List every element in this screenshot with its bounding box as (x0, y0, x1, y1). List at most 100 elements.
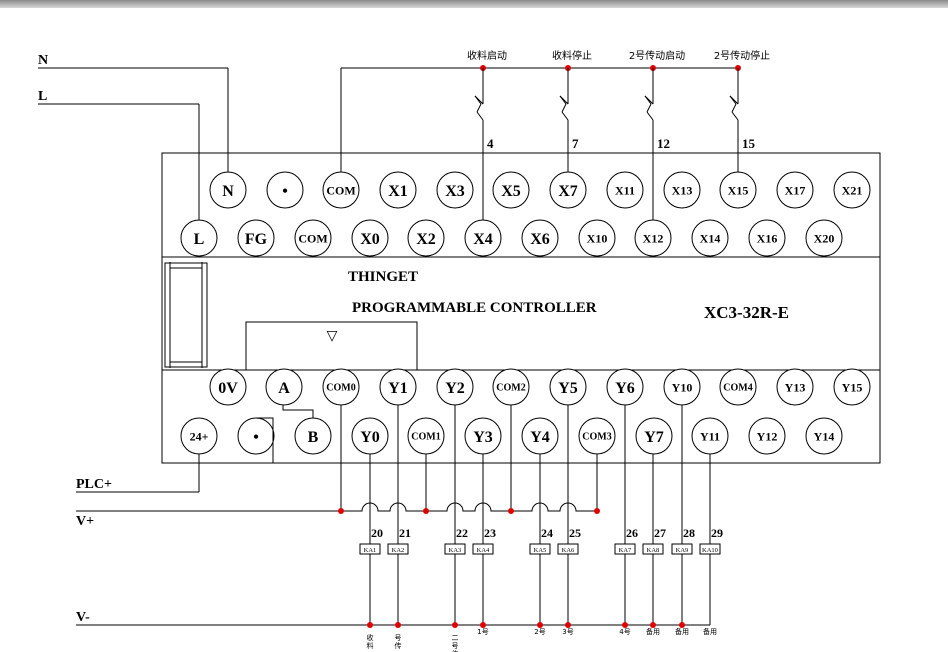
terminal-out-bot-y7: Y7 (635, 417, 673, 455)
relay-coil-label: KA10 (702, 547, 718, 554)
neutral-rail-label: N (38, 53, 48, 68)
terminal-out-bot-y14: Y14 (805, 417, 843, 455)
terminal-label: COM3 (582, 432, 611, 443)
terminal-label: Y4 (530, 429, 550, 446)
terminal-out-bot-y0: Y0 (351, 417, 389, 455)
terminal-out-top-y5: Y5 (549, 368, 587, 406)
terminal-label: • (253, 429, 259, 446)
vminus-junction (650, 622, 656, 628)
vminus-junction (452, 622, 458, 628)
relay-wire-number: 27 (654, 526, 666, 540)
relay-wire-number: 21 (399, 526, 411, 540)
relay-note: 4号 (619, 628, 630, 636)
terminal-label: L (194, 231, 205, 248)
terminal-in-bot-x16: X16 (748, 219, 786, 257)
switch-label: 收料启动 (467, 49, 507, 62)
relay-coil-label: KA5 (534, 547, 547, 554)
terminal-in-top-x3: X3 (436, 171, 474, 209)
terminal-label: COM (298, 231, 327, 245)
v-plus-label: V+ (76, 514, 94, 529)
terminal-out-bot-dot: • (237, 417, 275, 455)
relay-note: 3号 (562, 628, 573, 636)
vminus-junction (480, 622, 486, 628)
terminal-in-bot-x6: X6 (521, 219, 559, 257)
relay-wire-number: 29 (711, 526, 723, 540)
comm-port-outline (245, 321, 418, 370)
terminal-out-top-com2: COM2 (492, 368, 530, 406)
terminal-label: Y2 (445, 380, 465, 397)
relay-note: 1号 (477, 628, 488, 636)
terminal-out-bot-y3: Y3 (464, 417, 502, 455)
vplus-junction (423, 508, 429, 514)
terminal-label: B (308, 429, 319, 446)
terminal-label: X16 (757, 231, 778, 245)
relay-coil-label: KA1 (364, 547, 377, 554)
relay-wire-number: 20 (371, 526, 383, 540)
window-top-bar (0, 0, 948, 8)
terminal-label: COM4 (723, 383, 752, 394)
relay-note: 备用 (703, 627, 717, 636)
relay-note: 备用 (646, 627, 660, 636)
relay-coil-label: KA8 (647, 547, 660, 554)
v-minus-label: V- (76, 610, 90, 625)
vminus-junction (679, 622, 685, 628)
relay-wire-number: 23 (484, 526, 496, 540)
terminal-label: Y5 (558, 380, 578, 397)
terminal-label: Y11 (700, 429, 720, 443)
terminal-out-top-y2: Y2 (436, 368, 474, 406)
vminus-junction (537, 622, 543, 628)
terminal-out-top-y6: Y6 (606, 368, 644, 406)
vminus-junction (395, 622, 401, 628)
terminal-in-top-x11: X11 (606, 171, 644, 209)
terminal-in-bot-x2: X2 (407, 219, 445, 257)
terminal-label: COM0 (326, 383, 355, 394)
terminal-out-top-y10: Y10 (663, 368, 701, 406)
relay-coil-label: KA3 (449, 547, 462, 554)
terminal-out-top-y13: Y13 (776, 368, 814, 406)
relay-wire-number: 28 (683, 526, 695, 540)
terminal-label: Y14 (814, 429, 835, 443)
relay-coil-label: KA7 (619, 547, 632, 554)
terminal-out-top-com0: COM0 (322, 368, 360, 406)
terminal-in-bot-x20: X20 (805, 219, 843, 257)
terminal-in-top-x17: X17 (776, 171, 814, 209)
terminal-in-top-n: N (209, 171, 247, 209)
terminal-in-bot-l: L (180, 219, 218, 257)
terminal-label: Y15 (842, 380, 863, 394)
comm-indicator: ▽ (327, 329, 338, 344)
terminal-label: Y3 (473, 429, 493, 446)
terminal-in-bot-x12: X12 (634, 219, 672, 257)
vminus-junction (367, 622, 373, 628)
terminal-in-bot-com: COM (294, 219, 332, 257)
switch-label: 2号传动启动 (629, 49, 685, 62)
terminal-label: X6 (530, 231, 550, 248)
relay-coil-label: KA9 (676, 547, 689, 554)
relay-wire-number: 26 (626, 526, 638, 540)
terminal-label: COM (326, 183, 355, 197)
terminal-label: X10 (587, 231, 608, 245)
output-wiring (76, 405, 710, 626)
terminal-in-top-x1: X1 (379, 171, 417, 209)
terminal-out-bot-y12: Y12 (748, 417, 786, 455)
live-rail-label: L (38, 89, 47, 104)
terminal-out-top-com4: COM4 (719, 368, 757, 406)
terminal-in-top-x15: X15 (719, 171, 757, 209)
relay-wire-number: 22 (456, 526, 468, 540)
terminal-label: X11 (615, 183, 635, 197)
relay-wire-number: 25 (569, 526, 581, 540)
terminal-label: X7 (558, 183, 578, 200)
terminal-in-top-x21: X21 (833, 171, 871, 209)
terminal-out-bot-24: 24+ (180, 417, 218, 455)
relay-coils: 20KA1收料21KA2号传22KA3二号传23KA41号24KA52号25KA… (359, 405, 723, 652)
